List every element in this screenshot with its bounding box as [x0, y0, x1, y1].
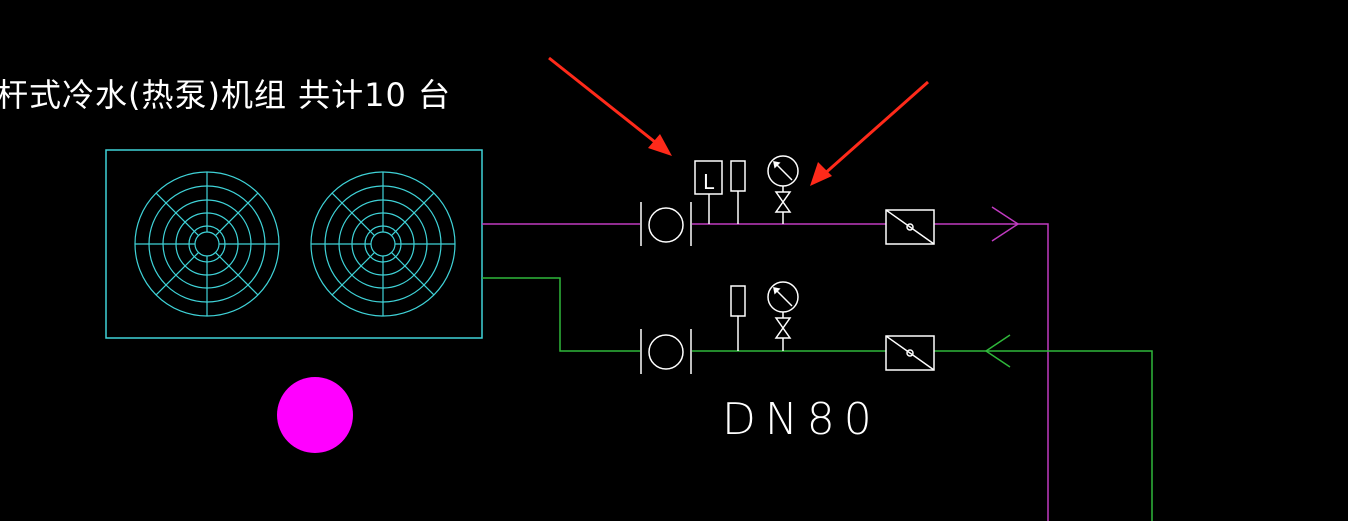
flow-direction-arrow-icon	[991, 206, 1020, 242]
filter-icon	[885, 335, 935, 371]
valve-icon	[774, 317, 792, 351]
chiller-unit-outline[interactable]	[105, 149, 483, 339]
return-pipe[interactable]	[482, 277, 1153, 521]
thermometer-icon	[730, 285, 746, 351]
pressure-gauge-icon	[767, 281, 799, 318]
marker-dot[interactable]	[277, 377, 353, 453]
flow-meter-icon	[694, 160, 723, 224]
flexible-joint-icon	[640, 202, 692, 246]
fan-icon	[134, 171, 280, 317]
annotation-arrow	[810, 80, 929, 186]
thermometer-icon	[730, 160, 746, 224]
filter-icon	[885, 209, 935, 245]
pipe-size-label: DN80	[722, 394, 881, 445]
valve-icon	[774, 191, 792, 224]
equipment-title: 杆式冷水(热泵)机组 共计10 台	[0, 76, 452, 114]
pressure-gauge-icon	[767, 155, 799, 192]
flow-meter-letter: L	[703, 170, 715, 194]
supply-pipe[interactable]	[482, 223, 1049, 521]
flow-direction-arrow-icon	[984, 334, 1011, 368]
annotation-arrow	[548, 56, 672, 156]
flexible-joint-icon	[640, 329, 692, 374]
fan-icon	[310, 171, 456, 317]
